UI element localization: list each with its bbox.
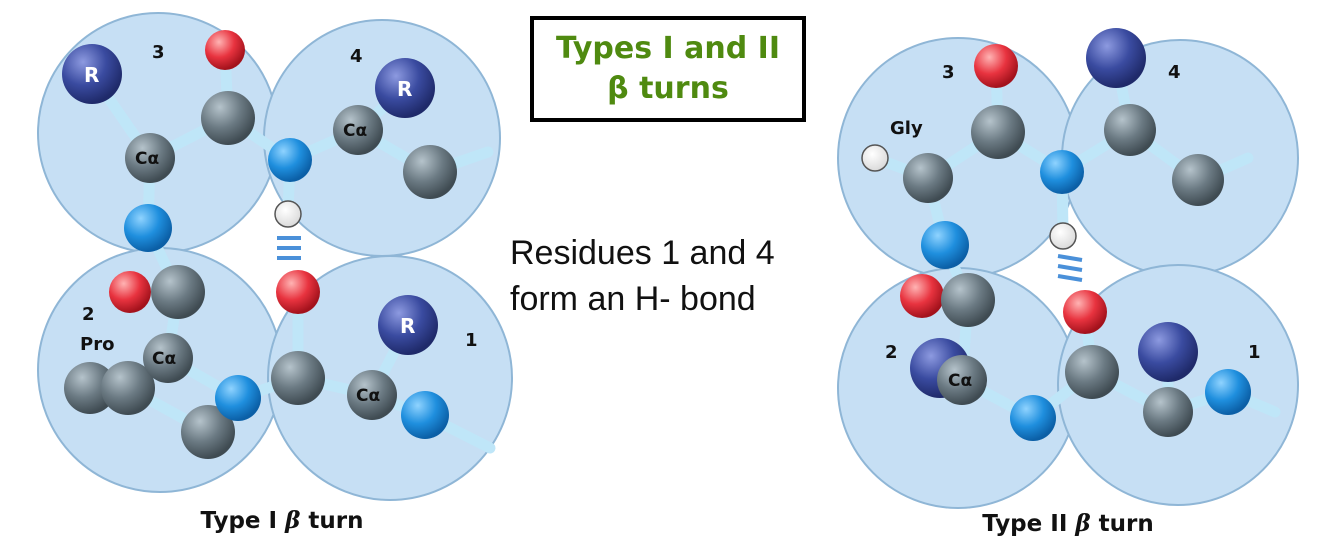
type1-oxygen-atom	[276, 270, 320, 314]
type1-caption-beta: β	[284, 507, 300, 534]
type1-nitrogen-atom	[268, 138, 312, 182]
type1-hydrogen-atom	[274, 200, 302, 228]
type2-hydrogen-bond	[1057, 254, 1083, 282]
type2-nitrogen-atom	[1205, 369, 1251, 415]
type1-r-group-atom	[378, 295, 438, 355]
title-line-2: β turns	[607, 71, 729, 106]
type1-carbon-atom	[201, 91, 255, 145]
type2-residue-1-sphere	[1057, 264, 1299, 506]
type2-residue-spheres	[837, 37, 1299, 509]
type1-residue-3-number: 3	[152, 42, 165, 63]
type1-ca-label: Cα	[135, 149, 159, 169]
type1-nitrogen-atom	[124, 204, 172, 252]
type1-ca-atom	[333, 105, 383, 155]
type1-carbon-atom	[403, 145, 457, 199]
title-box: Types I and II β turns	[530, 16, 806, 122]
type2-gly-label: Gly	[890, 118, 923, 139]
type1-ca-atom	[347, 370, 397, 420]
type2-oxygen-atom	[900, 274, 944, 318]
description-line-1: Residues 1 and 4	[510, 234, 775, 272]
type2-hydrogen-atom	[1049, 222, 1077, 250]
type1-ca-label: Cα	[152, 349, 176, 369]
type2-carbon-atom	[941, 273, 995, 327]
type2-residue-4-number: 4	[1168, 62, 1181, 83]
type2-carbon-atom	[971, 105, 1025, 159]
type2-oxygen-atom	[1063, 290, 1107, 334]
type1-diagram: 3 4 2 1 Pro R R R Cα Cα Cα Cα Type I β t…	[37, 12, 513, 534]
type1-r-group-atom	[62, 44, 122, 104]
type1-carbon-atom	[181, 405, 235, 459]
type2-carbon-atom	[1172, 154, 1224, 206]
type2-nitrogen-atom	[1040, 150, 1084, 194]
type1-nitrogen-atom	[401, 391, 449, 439]
type2-carbon-atom	[1065, 345, 1119, 399]
type1-pro-label: Pro	[80, 334, 114, 355]
type2-r-group-atom	[1086, 28, 1146, 88]
type1-nitrogen-atom	[215, 375, 261, 421]
type2-nitrogen-atom	[1010, 395, 1056, 441]
type2-residue-1-number: 1	[1248, 342, 1261, 363]
type1-carbon-atom	[64, 362, 116, 414]
type1-oxygen-atom	[109, 271, 151, 313]
type2-residue-2-number: 2	[885, 342, 898, 363]
type1-hydrogen-bond	[277, 236, 301, 260]
type2-ca-atom	[1143, 387, 1193, 437]
type1-r-label: R	[397, 77, 412, 101]
type2-ca-atom	[937, 355, 987, 405]
type2-oxygen-atom	[974, 44, 1018, 88]
type2-r-group-atom	[1138, 322, 1198, 382]
type2-caption-suffix: turn	[1091, 511, 1154, 537]
type2-caption: Type II β turn	[982, 510, 1154, 537]
type1-residue-4-number: 4	[350, 46, 363, 67]
type1-caption: Type I β turn	[201, 507, 364, 534]
type1-ca-label: Cα	[343, 121, 367, 141]
type2-caption-prefix: Type II	[982, 511, 1075, 537]
type1-residue-1-number: 1	[465, 330, 478, 351]
title-line-1: Types I and II	[555, 31, 781, 66]
type2-ca-atom	[903, 153, 953, 203]
type2-ca-label: Cα	[948, 371, 972, 391]
type1-caption-suffix: turn	[300, 508, 363, 534]
type1-carbon-atom	[151, 265, 205, 319]
type1-ca-atom	[125, 133, 175, 183]
type1-r-label: R	[400, 314, 415, 338]
type1-carbon-atom	[101, 361, 155, 415]
type1-oxygen-atom	[205, 30, 245, 70]
type1-r-group-atom	[375, 58, 435, 118]
type1-ca-atom	[143, 333, 193, 383]
type2-hydrogen-atom	[861, 144, 889, 172]
description-line-2: form an H- bond	[510, 280, 756, 318]
type1-residue-2-number: 2	[82, 304, 95, 325]
type2-diagram: 3 4 2 1 Gly Cα Type II β turn	[837, 28, 1299, 537]
type1-ca-label: Cα	[356, 386, 380, 406]
type1-caption-prefix: Type I	[201, 508, 286, 534]
type2-nitrogen-atom	[921, 221, 969, 269]
type1-carbon-atom	[271, 351, 325, 405]
type2-caption-beta: β	[1074, 510, 1090, 537]
description-text: Residues 1 and 4 form an H- bond	[510, 230, 775, 322]
type1-r-label: R	[84, 63, 99, 87]
type2-residue-3-number: 3	[942, 62, 955, 83]
type2-ca-atom	[1104, 104, 1156, 156]
